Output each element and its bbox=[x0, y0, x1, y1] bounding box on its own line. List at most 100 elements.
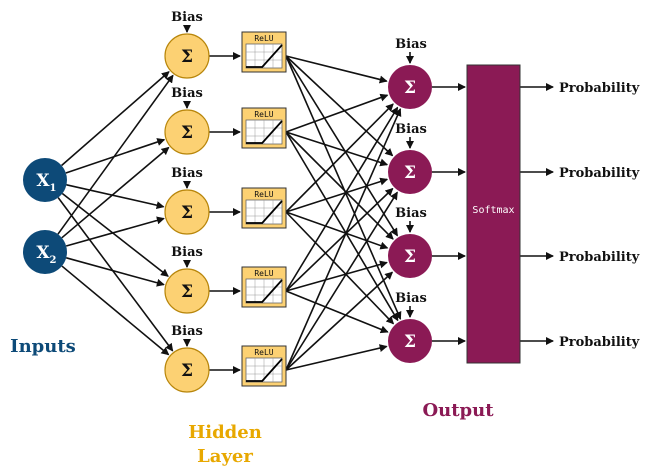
edge-relu-5-output-1 bbox=[285, 108, 402, 371]
edge-relu-3-output-4 bbox=[285, 211, 395, 325]
edge-relu-5-output-3 bbox=[285, 271, 394, 371]
sigma-symbol: Σ bbox=[404, 163, 416, 183]
edge-relu-2-output-1 bbox=[285, 93, 389, 133]
edge-relu-2-output-4 bbox=[285, 131, 399, 322]
edge-relu-5-output-4 bbox=[285, 344, 388, 371]
output-neuron-circle bbox=[388, 319, 432, 363]
relu-curve bbox=[246, 44, 283, 68]
edge-input-2-hidden-3 bbox=[65, 216, 165, 247]
relu-curve bbox=[246, 358, 283, 382]
relu-label: ReLU bbox=[254, 190, 273, 199]
probability-label-1: Probability bbox=[559, 81, 640, 96]
edge-input-2-hidden-4 bbox=[66, 257, 165, 287]
input-node-circle bbox=[23, 230, 67, 274]
relu-box-2: ReLU bbox=[241, 107, 287, 149]
edge-relu-4-output-3 bbox=[285, 260, 388, 292]
edge-relu-1-output-3 bbox=[285, 55, 399, 237]
hidden-neuron-circle bbox=[164, 33, 210, 79]
output-neuron-circle bbox=[388, 65, 432, 109]
relu-label: ReLU bbox=[254, 34, 273, 43]
hidden-neuron-circle bbox=[164, 189, 210, 235]
edge-input-2-hidden-2 bbox=[61, 146, 170, 239]
connection-lines bbox=[57, 52, 554, 374]
edge-relu-4-output-1 bbox=[285, 106, 399, 292]
hidden-bias-label: Bias bbox=[171, 10, 203, 25]
softmax-rect bbox=[466, 64, 521, 364]
input-node-circle bbox=[23, 158, 67, 202]
relu-box-1: ReLU bbox=[241, 31, 287, 73]
probability-label-3: Probability bbox=[559, 250, 640, 265]
sigma-symbol: Σ bbox=[404, 78, 416, 98]
input-node-subscript: 1 bbox=[50, 183, 57, 194]
edge-input-1-hidden-5 bbox=[57, 197, 174, 352]
relu-curve bbox=[246, 120, 283, 144]
edge-relu-3-output-3 bbox=[285, 211, 389, 250]
relu-box-3: ReLU bbox=[241, 187, 287, 229]
edge-relu-2-output-2 bbox=[285, 131, 389, 167]
hidden-layer-label-line2: Layer bbox=[197, 446, 253, 467]
hidden-bias-label: Bias bbox=[171, 86, 203, 101]
edge-relu-4-output-4 bbox=[285, 290, 389, 334]
relu-box-5: ReLU bbox=[241, 345, 287, 387]
relu-label: ReLU bbox=[254, 269, 273, 278]
relu-box-4: ReLU bbox=[241, 266, 287, 308]
relu-label: ReLU bbox=[254, 110, 273, 119]
sigma-symbol: Σ bbox=[181, 282, 193, 302]
sigma-symbol: Σ bbox=[404, 247, 416, 267]
sigma-symbol: Σ bbox=[181, 203, 193, 223]
edge-input-1-hidden-1 bbox=[61, 71, 170, 167]
edge-relu-1-output-1 bbox=[285, 55, 388, 84]
edge-relu-3-output-2 bbox=[285, 177, 389, 213]
hidden-bias-label: Bias bbox=[171, 245, 203, 260]
output-bias-label: Bias bbox=[395, 291, 427, 306]
hidden-layer-label-line1: Hidden bbox=[188, 422, 262, 443]
hidden-neuron-circle bbox=[164, 109, 210, 155]
relu-curve bbox=[246, 200, 283, 224]
sigma-symbol: Σ bbox=[181, 47, 193, 67]
hidden-bias-label: Bias bbox=[171, 324, 203, 339]
edge-input-1-hidden-3 bbox=[66, 184, 165, 210]
output-bias-label: Bias bbox=[395, 206, 427, 221]
edge-input-2-hidden-5 bbox=[61, 265, 170, 356]
hidden-neuron-circle bbox=[164, 268, 210, 314]
edge-relu-3-output-1 bbox=[285, 103, 394, 213]
output-neuron-circle bbox=[388, 234, 432, 278]
output-neuron-circle bbox=[388, 150, 432, 194]
edge-relu-5-output-2 bbox=[285, 191, 398, 371]
input-node-subscript: 2 bbox=[50, 255, 57, 266]
hidden-neuron-circle bbox=[164, 347, 210, 393]
edge-input-1-hidden-4 bbox=[61, 192, 169, 277]
relu-curve bbox=[246, 279, 283, 303]
softmax-block: Softmax bbox=[466, 64, 521, 364]
edge-relu-4-output-2 bbox=[285, 187, 394, 292]
output-bias-label: Bias bbox=[395, 37, 427, 52]
probability-label-4: Probability bbox=[559, 335, 640, 350]
softmax-label: Softmax bbox=[472, 205, 514, 216]
input-node-symbol: X bbox=[36, 171, 50, 191]
output-bias-label: Bias bbox=[395, 122, 427, 137]
relu-label: ReLU bbox=[254, 348, 273, 357]
layer-labels: Inputs Hidden Layer Output bbox=[10, 336, 494, 467]
inputs-label: Inputs bbox=[10, 336, 76, 357]
edge-relu-1-output-4 bbox=[285, 55, 402, 320]
input-node-symbol: X bbox=[36, 243, 50, 263]
probability-label-2: Probability bbox=[559, 166, 640, 181]
edge-relu-2-output-3 bbox=[285, 131, 394, 240]
sigma-symbol: Σ bbox=[404, 332, 416, 352]
sigma-symbol: Σ bbox=[181, 361, 193, 381]
edge-input-2-hidden-1 bbox=[57, 74, 174, 235]
sigma-symbol: Σ bbox=[181, 123, 193, 143]
